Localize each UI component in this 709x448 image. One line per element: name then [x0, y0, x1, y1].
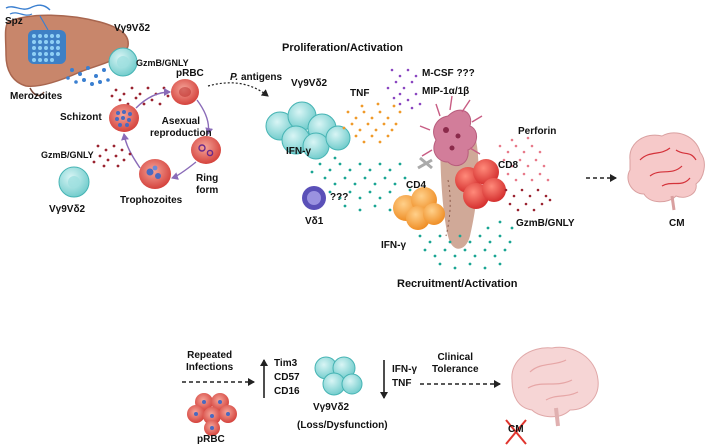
brain-cm-illustration	[627, 132, 705, 211]
label-tnf-down: TNF	[392, 378, 412, 389]
label-perforin: Perforin	[518, 126, 557, 137]
label-p-antigens: P. antigens	[230, 72, 282, 84]
label-recruitment: Recruitment/Activation	[397, 278, 518, 290]
label-schizont: Schizont	[60, 112, 102, 123]
label-asexual-reproduction: Asexual reproduction	[150, 116, 212, 139]
label-cm: CM	[669, 218, 685, 229]
label-antigens: antigens	[238, 72, 283, 83]
label-tnf: TNF	[350, 88, 370, 99]
label-prbc: pRBC	[176, 68, 204, 79]
tnf-dots	[342, 102, 402, 144]
gd-t-cell-cluster	[265, 101, 351, 160]
label-repeated-infections: Repeated Infections	[186, 350, 234, 373]
trophozoite-cell	[139, 159, 171, 189]
granzyme-dots-top	[110, 86, 170, 106]
label-loss-dysfunction: (Loss/Dysfunction)	[297, 420, 388, 431]
label-ifng-bottom: IFN-γ	[381, 240, 406, 251]
cross-icon	[505, 419, 527, 445]
label-vg9vd2-top: Vγ9Vδ2	[114, 23, 151, 34]
brain-tolerance-illustration	[511, 346, 599, 427]
granzyme-dots-left	[92, 144, 132, 168]
label-ring-form: Ring form	[196, 173, 219, 196]
cd4-cells	[393, 187, 445, 230]
ifng-dots-top	[310, 156, 412, 212]
cd8-cells	[455, 159, 506, 209]
label-gzmb-top: GzmB/GNLY	[136, 58, 189, 68]
perforin-dots	[498, 136, 550, 182]
chemokine-dots	[386, 68, 422, 110]
label-vd1-unknown: ???	[330, 192, 349, 203]
schizont-cell	[109, 104, 139, 132]
label-vg9vd2-bottom: Vγ9Vδ2	[313, 402, 350, 413]
label-merozoites: Merozoites	[10, 91, 63, 102]
label-mip: MIP-1α/1β	[422, 86, 470, 97]
ifng-dots-bottom	[418, 220, 514, 270]
label-gzmb-right: GzmB/GNLY	[516, 218, 575, 229]
interaction-arrow	[417, 156, 433, 170]
label-trophozoites: Trophozoites	[120, 195, 183, 206]
label-vg9vd2-cluster: Vγ9Vδ2	[291, 78, 328, 89]
gd-t-cell-left	[58, 166, 90, 198]
label-clinical-tolerance: Clinical Tolerance	[432, 352, 479, 375]
label-cd4: CD4	[406, 180, 427, 191]
prbc-cluster-bottom	[187, 393, 237, 436]
label-gzmb-left: GzmB/GNLY	[41, 150, 94, 160]
ring-form-cell	[191, 136, 221, 164]
p-antigens-arrow	[207, 82, 269, 97]
label-ifng-down: IFN-γ	[392, 364, 417, 375]
asexual-cycle	[109, 79, 221, 189]
prbc-cell	[171, 79, 199, 105]
label-cd57: CD57	[274, 372, 300, 383]
label-spz: Spz	[5, 16, 23, 27]
label-p-italic: P.	[230, 72, 239, 83]
label-vg9vd2-left: Vγ9Vδ2	[49, 204, 86, 215]
granzyme-dots-right	[504, 188, 552, 212]
label-cm-crossed: CM	[508, 424, 524, 435]
label-ifng-top: IFN-γ	[286, 146, 311, 157]
label-proliferation: Proliferation/Activation	[282, 42, 404, 54]
merozoite-dots	[66, 66, 110, 86]
gd-t-cell-top	[108, 47, 138, 77]
label-tim3: Tim3	[274, 358, 298, 369]
liver-illustration	[4, 4, 129, 97]
vd1-cell	[302, 186, 326, 210]
gd-t-cell-bottom	[314, 356, 363, 396]
label-cd8: CD8	[498, 160, 519, 171]
label-mcsf: M-CSF ???	[422, 68, 475, 79]
label-cd16: CD16	[274, 386, 300, 397]
label-prbc-bottom: pRBC	[197, 434, 225, 445]
label-vd1: Vδ1	[305, 216, 324, 227]
